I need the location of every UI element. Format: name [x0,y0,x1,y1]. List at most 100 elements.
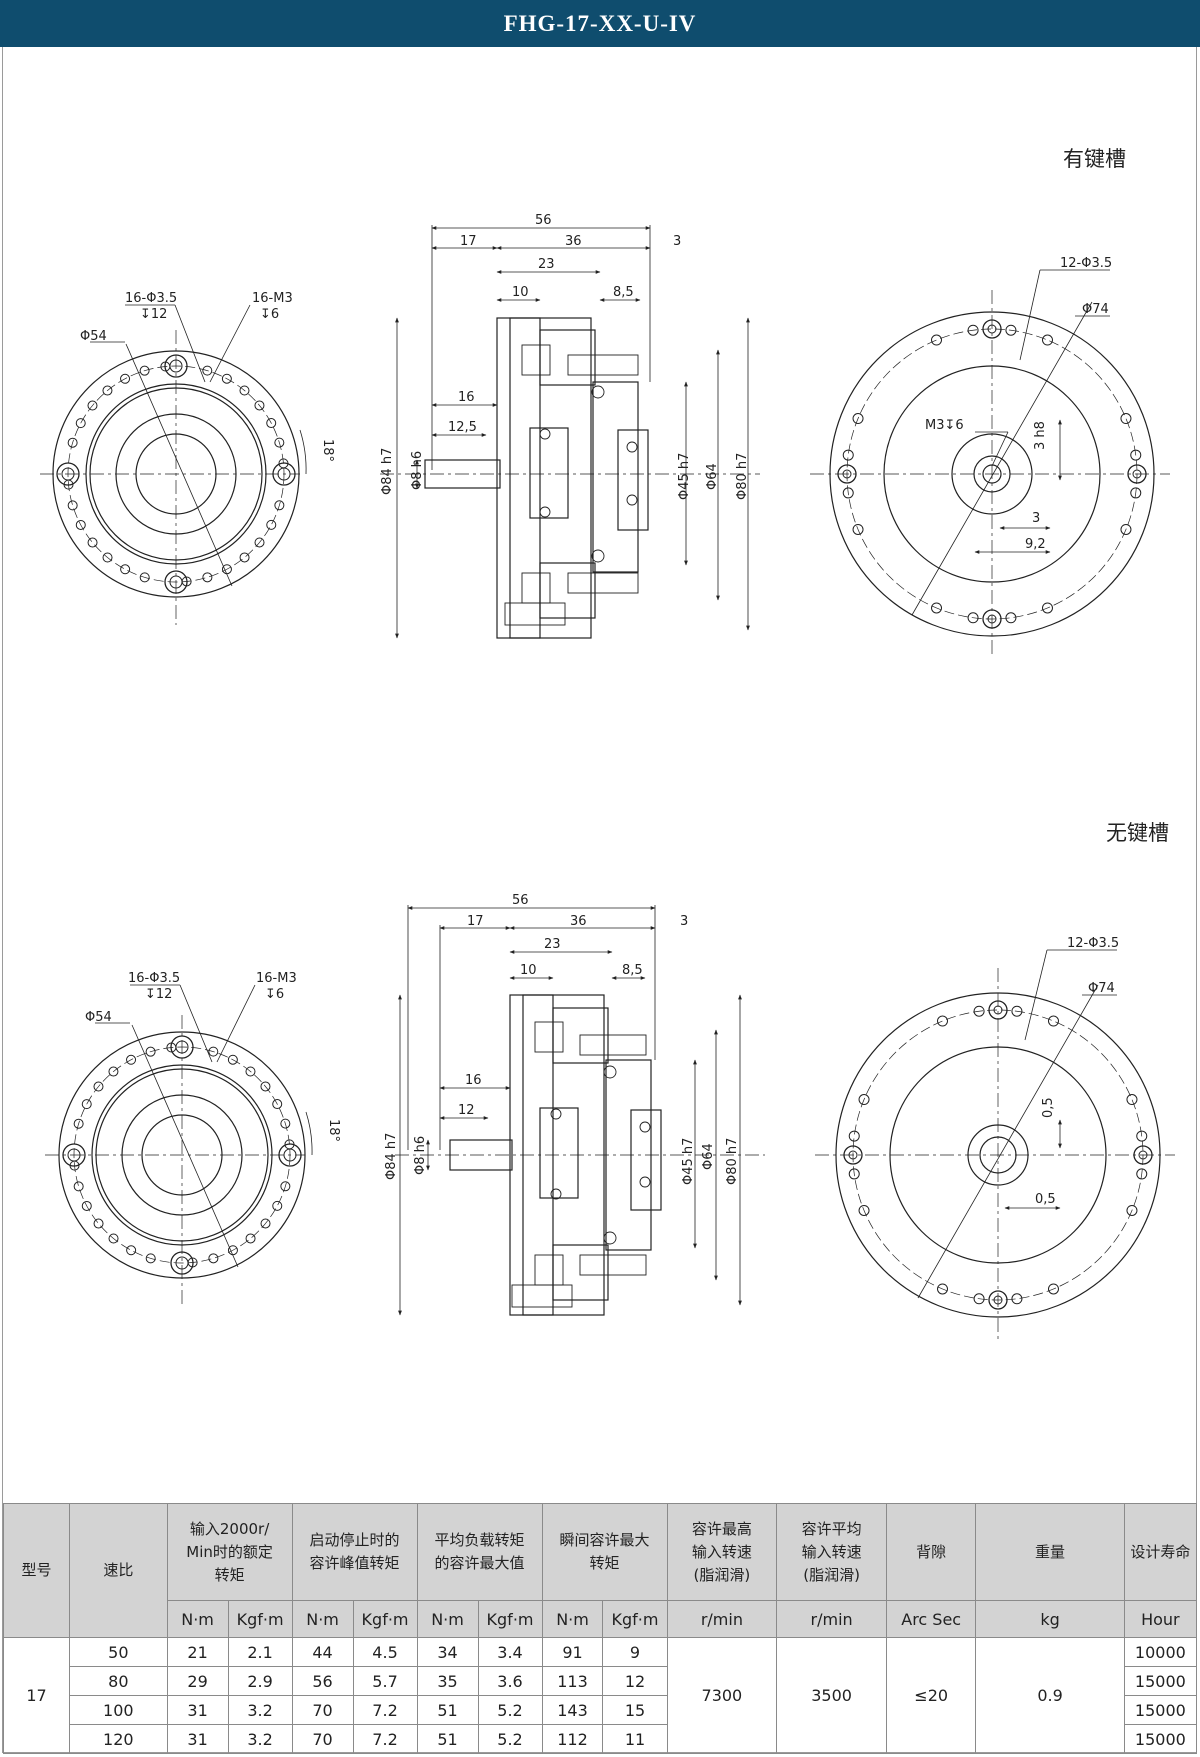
cell: 80 [69,1666,168,1696]
unit-cell: Hour [1123,1600,1198,1638]
bolt-hole [75,418,86,429]
bolt-hole [75,519,86,530]
col-head-avgspeed: 容许平均输入转速(脂润滑) [776,1503,887,1601]
bolt-hole [858,1094,870,1106]
mounting-hole-inner [1132,469,1142,479]
dim-label: 36 [570,914,587,929]
table-row: 100 31 3.2 70 7.2 51 5.2 143 15 15000 [4,1695,1198,1725]
bolt-hole [145,1253,156,1264]
cell: 2.1 [227,1637,293,1667]
bolt-hole [274,500,285,511]
dim-label: Φ74 [1082,302,1109,317]
bolt-hole [973,1293,985,1305]
cell: 35 [416,1666,479,1696]
bolt-hole [852,523,864,535]
mounting-hole [982,609,1002,629]
cell: 15000 [1123,1724,1198,1754]
col-head-rated: 输入2000r/Min时的额定转矩 [166,1503,293,1601]
bolt-hole [842,449,854,461]
col-head-model: 型号 [2,1503,71,1638]
bolt-hole [272,1099,283,1110]
bolt-hole [67,500,78,511]
cell: 91 [541,1637,604,1667]
dim-label: 12-Φ3.5 [1067,936,1119,951]
bolt-hole [1041,334,1053,346]
dim-label: Φ54 [85,1010,112,1025]
bolt-hole [108,1066,119,1077]
col-head-startstop: 启动停止时的容许峰值转矩 [291,1503,418,1601]
mounting-hole-inner [175,1040,189,1054]
cell: 3.2 [227,1724,293,1754]
top-section-view [380,317,760,639]
dim-label: Φ64 [705,463,720,490]
bolt-hole [266,418,277,429]
bolt-hole [93,1081,104,1092]
unit-cell: N·m [166,1600,229,1638]
technical-drawing: 16-Φ3.5 ↧12 16-M3 ↧6 Φ54 18° [40,213,1175,1340]
bolt-hole [848,1130,860,1142]
cell: 5.2 [477,1724,543,1754]
bolt-hole [81,1200,92,1211]
unit-cell: Kgf·m [352,1600,418,1638]
dim-label: Φ74 [1088,981,1115,996]
dim-label: 18° [326,1119,341,1142]
bolt-hole [108,1233,119,1244]
bolt-hole [1011,1293,1023,1305]
weight-cell: 0.9 [975,1637,1125,1754]
bolt-hole [221,373,232,384]
bottom-right-rear-view [815,968,1175,1340]
dim-label: 56 [535,213,552,228]
dim-label: 3 [1032,511,1040,526]
unit-cell: kg [975,1600,1125,1638]
bolt-hole [227,1245,238,1256]
bolt-hole [227,1054,238,1065]
bolt-hole [81,1099,92,1110]
dim-label: 16-M3 [252,291,293,306]
bolt-hole [1130,487,1142,499]
mounting-hole [837,464,857,484]
mounting-hole [988,1000,1008,1020]
dim-label: 10 [520,963,537,978]
bolt-hole [260,1081,271,1092]
bolt-hole [67,437,78,448]
cell: 70 [291,1724,354,1754]
backlash-cell: ≤20 [885,1637,977,1754]
cell: 15000 [1123,1695,1198,1725]
mounting-hole-inner [993,1005,1003,1015]
cell: 5.7 [352,1666,418,1696]
mounting-hole [272,462,296,486]
cell: 51 [416,1695,479,1725]
unit-cell: Arc Sec [885,1600,977,1638]
dim-label: 16-M3 [256,971,297,986]
cell: 2.9 [227,1666,293,1696]
bolt-hole [1136,1168,1148,1180]
mounting-hole-inner [169,575,183,589]
cell: 56 [291,1666,354,1696]
bolt-hole [120,373,131,384]
unkeyed-label: 无键槽 [1106,821,1169,845]
dim-label: 16-Φ3.5 [125,291,177,306]
bolt-hole [126,1245,137,1256]
dim-label: Φ45 h7 [681,1138,696,1185]
bolt-hole [937,1015,949,1027]
dim-label: 12-Φ3.5 [1060,256,1112,271]
bolt-hole [266,519,277,530]
cell: 7.2 [352,1724,418,1754]
dim-label: 16-Φ3.5 [128,971,180,986]
bolt-hole [858,1204,870,1216]
bolt-hole [73,1118,84,1129]
bolt-hole [239,385,250,396]
mounting-hole-inner [277,467,291,481]
mounting-hole-inner [61,467,75,481]
bolt-hole [87,537,98,548]
cell: 9 [602,1637,668,1667]
bolt-hole [1005,612,1017,624]
dim-label: M3↧6 [925,418,964,433]
mounting-hole [1133,1145,1153,1165]
unit-cell: N·m [291,1600,354,1638]
bolt-hole [126,1054,137,1065]
bolt-hole [102,552,113,563]
col-head-life: 设计寿命 [1123,1503,1198,1601]
bolt-hole [202,572,213,583]
dim-label: ↧6 [265,987,284,1002]
